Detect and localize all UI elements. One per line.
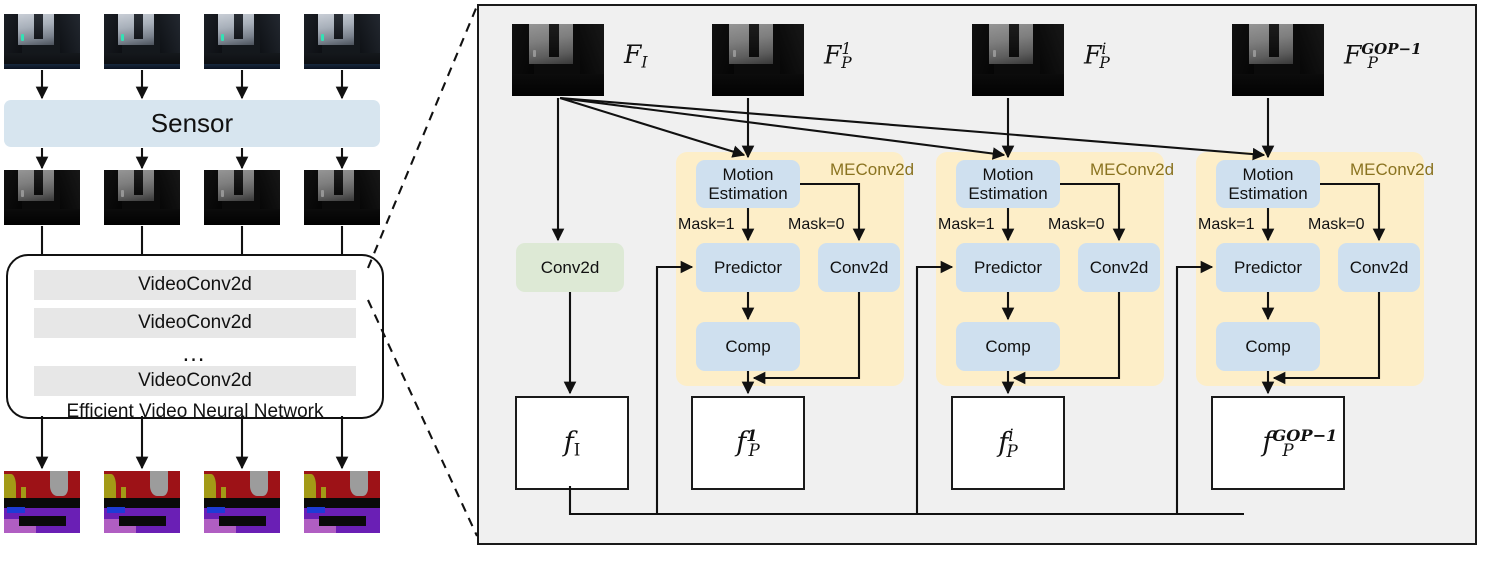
comp-2: Comp: [956, 322, 1060, 371]
videoconv2d-label: VideoConv2d: [138, 274, 252, 295]
sensor-output-frame-4: [304, 170, 380, 225]
frame-label-FPi: FiP: [1084, 40, 1110, 72]
predictor-2: Predictor: [956, 243, 1060, 292]
efficient-video-neural-network-block: VideoConv2d VideoConv2d … VideoConv2d Ef…: [6, 254, 384, 422]
predictor-label: Predictor: [1233, 257, 1303, 277]
feature-label-fP1: f1P: [736, 426, 760, 460]
comp-label: Comp: [985, 336, 1031, 356]
panel-frame-FP1: [712, 24, 804, 96]
feature-label-fPi: fiP: [998, 425, 1018, 461]
feature-box-fPGOP: fGOP−1P: [1211, 396, 1345, 490]
segmentation-output-2: [104, 471, 180, 533]
segmentation-output-4: [304, 471, 380, 533]
panel-frame-FI: [512, 24, 604, 96]
mask-zero-label-3: Mask=0: [1308, 216, 1365, 233]
videoconv2d-label: VideoConv2d: [138, 370, 252, 391]
frame-label-FPGOP: FGOP−1P: [1344, 40, 1422, 72]
sensor-block: Sensor: [4, 100, 380, 147]
input-frame-4: [304, 14, 380, 69]
input-frame-2: [104, 14, 180, 69]
conv2d-inter-1: Conv2d: [818, 243, 900, 292]
panel-frame-FPi: [972, 24, 1064, 96]
predictor-label: Predictor: [713, 257, 783, 277]
mask-one-label-3: Mask=1: [1198, 216, 1255, 233]
mask-one-label-2: Mask=1: [938, 216, 995, 233]
feature-box-fPi: fiP: [951, 396, 1065, 490]
feature-box-fI: fI: [515, 396, 629, 490]
feature-label-fI: fI: [563, 426, 581, 460]
mask-zero-label-1: Mask=0: [788, 216, 845, 233]
meconv-group-label-3: MEConv2d: [1350, 160, 1435, 179]
panel-frame-FPGOP: [1232, 24, 1324, 96]
feature-label-fPGOP: fGOP−1P: [1262, 426, 1338, 460]
comp-label: Comp: [1245, 336, 1291, 356]
sensor-output-frame-2: [104, 170, 180, 225]
predictor-3: Predictor: [1216, 243, 1320, 292]
conv2d-inter-3: Conv2d: [1338, 243, 1420, 292]
conv2d-label: Conv2d: [1349, 257, 1409, 277]
conv2d-intra-block: Conv2d: [516, 243, 624, 292]
comp-1: Comp: [696, 322, 800, 371]
input-frame-3: [204, 14, 280, 69]
predictor-label: Predictor: [973, 257, 1043, 277]
conv2d-label: Conv2d: [829, 257, 889, 277]
meconv-group-label-1: MEConv2d: [830, 160, 915, 179]
videoconv2d-layer-3: VideoConv2d: [34, 366, 356, 396]
network-caption: Efficient Video Neural Network: [66, 401, 324, 422]
comp-label: Comp: [725, 336, 771, 356]
mask-zero-label-2: Mask=0: [1048, 216, 1105, 233]
videoconv2d-label: VideoConv2d: [138, 312, 252, 333]
sensor-output-frame-3: [204, 170, 280, 225]
conv2d-label: Conv2d: [540, 257, 600, 277]
conv2d-inter-2: Conv2d: [1078, 243, 1160, 292]
layers-ellipsis: …: [181, 340, 209, 367]
frame-label-FP1: F1P: [824, 40, 852, 72]
mask-one-label-1: Mask=1: [678, 216, 735, 233]
sensor-output-frame-1: [4, 170, 80, 225]
meconv-group-label-2: MEConv2d: [1090, 160, 1175, 179]
videoconv2d-layer-2: VideoConv2d: [34, 308, 356, 338]
frame-label-FI: FI: [624, 40, 648, 72]
input-frame-1: [4, 14, 80, 69]
feature-box-fP1: f1P: [691, 396, 805, 490]
comp-3: Comp: [1216, 322, 1320, 371]
videoconv2d-layer-1: VideoConv2d: [34, 270, 356, 300]
segmentation-output-3: [204, 471, 280, 533]
predictor-1: Predictor: [696, 243, 800, 292]
segmentation-output-1: [4, 471, 80, 533]
conv2d-label: Conv2d: [1089, 257, 1149, 277]
sensor-label: Sensor: [150, 108, 234, 138]
